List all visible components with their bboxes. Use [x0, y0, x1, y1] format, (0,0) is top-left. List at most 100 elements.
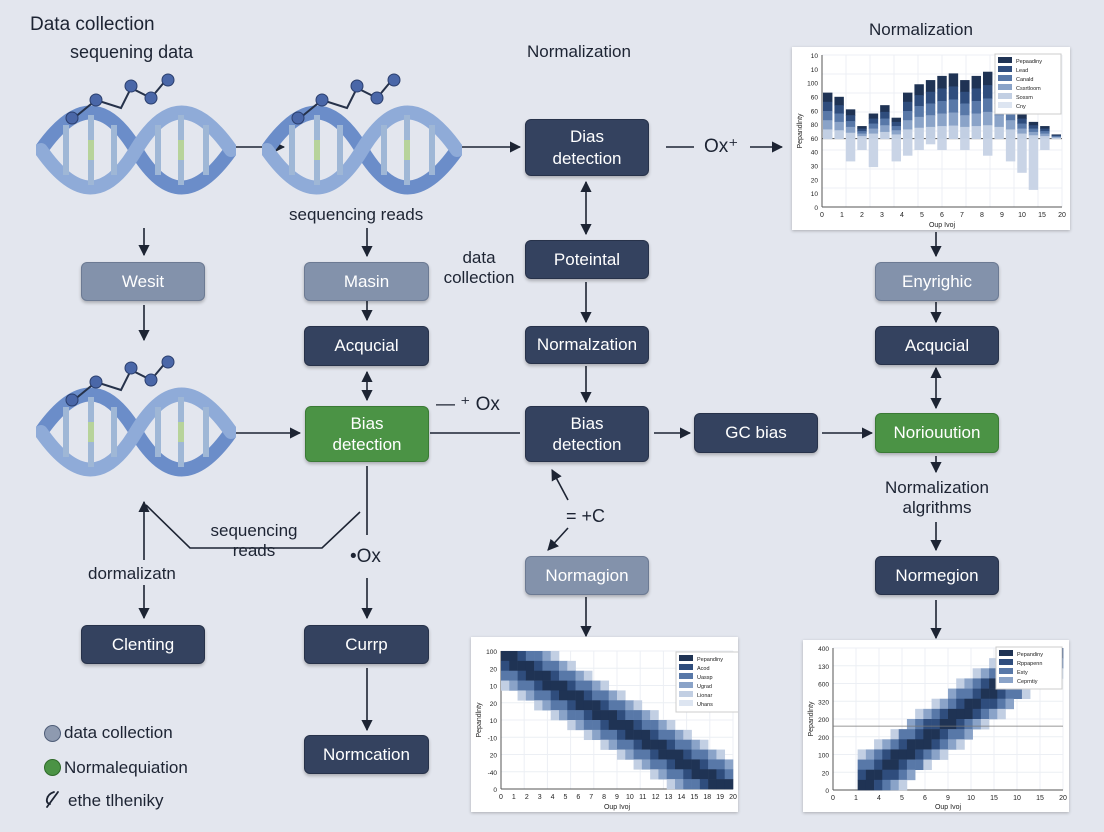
y-tick-label: 100 [807, 81, 818, 88]
heatmap-cell [550, 660, 560, 672]
x-tick-label: 1 [512, 794, 516, 801]
heatmap-cell [617, 749, 626, 760]
process-box-enyrighic[interactable]: Enyrighic [875, 262, 999, 301]
heatmap-cell [633, 729, 643, 741]
process-box-normalzation[interactable]: Normalzation [525, 326, 649, 364]
heatmap-cell [542, 700, 552, 711]
process-box-bias-detection-mid[interactable]: Bias detection [525, 406, 649, 462]
heatmap-cell [625, 710, 634, 721]
heatmap-cell [650, 759, 659, 770]
heatmap-cell [939, 719, 949, 730]
heatmap-cell [592, 700, 601, 711]
arrow-c-up [551, 469, 569, 501]
x-tick-label: 10 [626, 794, 634, 801]
x-tick-label: 4 [551, 794, 555, 801]
heatmap-cell [592, 690, 601, 701]
heatmap-cell [1021, 688, 1031, 700]
process-box-normagion-mid[interactable]: Normagion [525, 556, 649, 595]
heatmap-cell [592, 710, 601, 721]
heatmap-cell [915, 759, 924, 771]
process-box-bias-detection-green[interactable]: Bias detection [305, 406, 429, 462]
process-box-gc-bias[interactable]: GC bias [694, 413, 818, 453]
legend-entry: Lionar [697, 693, 712, 699]
legend-entry: Esty [1017, 670, 1028, 676]
process-box-clenting[interactable]: Clenting [81, 625, 205, 664]
heatmap-cell [915, 708, 924, 720]
bar-top [1028, 128, 1039, 133]
bar-top [857, 128, 867, 132]
heatmap-cell [890, 769, 900, 781]
process-box-normcation[interactable]: Normcation [304, 735, 429, 774]
heatmap-cell [906, 719, 916, 730]
heatmap-cell [658, 720, 668, 731]
bar-top [903, 120, 913, 130]
heatmap-cell [575, 720, 585, 731]
heatmap-cell [534, 660, 543, 672]
bar-top [845, 115, 856, 122]
legend-entry: Cny [1016, 104, 1026, 110]
bar-top [903, 129, 913, 140]
bar-top [823, 101, 833, 112]
legend-entry: Canald [1016, 77, 1033, 83]
heatmap-cell [865, 769, 875, 781]
process-box-noriouution[interactable]: Noriouution [875, 413, 999, 453]
heatmap-cell [980, 678, 990, 689]
x-tick-label: 20 [1059, 795, 1067, 802]
x-tick-label: 15 [1036, 795, 1044, 802]
heatmap-cell [890, 759, 900, 771]
title-data-collection: Data collection [30, 14, 155, 35]
process-box-potential[interactable]: Poteintal [525, 240, 649, 279]
heatmap-cell [675, 759, 684, 770]
x-tick-label: 5 [920, 212, 924, 219]
heatmap-cell [617, 720, 626, 731]
heatmap-cell [724, 779, 734, 790]
heatmap-cell [915, 749, 924, 760]
heatmap-cell [956, 739, 965, 750]
bar-top [983, 98, 993, 113]
heatmap-cell [658, 759, 668, 770]
heatmap-cell [675, 729, 684, 741]
legend-swatch [998, 75, 1012, 81]
x-tick-label: 2 [860, 212, 864, 219]
heatmap-cell [675, 769, 684, 780]
heatmap-cell [898, 739, 908, 750]
heatmap-cell [501, 670, 510, 681]
bar-top [983, 111, 993, 126]
bar-top [948, 73, 959, 87]
heatmap-cell [650, 739, 659, 750]
legend-swatch [998, 84, 1012, 90]
process-box-currp[interactable]: Currp [304, 625, 429, 664]
heatmap-cell [972, 719, 982, 730]
arrow-c-down [547, 527, 569, 551]
heatmap-cell [989, 688, 998, 700]
process-box-masin[interactable]: Masin [304, 262, 429, 301]
heatmap-cell [666, 779, 676, 790]
heatmap-cell [550, 670, 560, 681]
legend-swatch [999, 668, 1013, 674]
heatmap-cell [542, 680, 552, 691]
heatmap-cell [650, 729, 659, 741]
heatmap-cell [931, 698, 941, 710]
heatmap-cell [724, 759, 734, 770]
bar-top [823, 129, 833, 140]
x-tick-label: 10 [967, 795, 975, 802]
y-tick-label: 20 [822, 770, 830, 777]
process-box-acquical-left[interactable]: Acqucial [304, 326, 429, 366]
bar-top [925, 115, 936, 128]
heatmap-cell [666, 729, 676, 741]
process-box-wesit[interactable]: Wesit [81, 262, 205, 301]
heatmap-cell [583, 720, 593, 731]
heatmap-cell [890, 779, 900, 791]
bar-top [845, 126, 856, 134]
heatmap-cell [716, 769, 726, 780]
process-box-dias-detection[interactable]: Dias detection [525, 119, 649, 176]
heatmap-cell [617, 700, 626, 711]
process-box-normegion[interactable]: Normegion [875, 556, 999, 595]
bar-top [960, 126, 970, 140]
process-box-acquical-right[interactable]: Acqucial [875, 326, 999, 365]
y-tick-label: 200 [818, 717, 829, 724]
bar-top [880, 118, 890, 126]
heatmap-cell [525, 670, 535, 681]
